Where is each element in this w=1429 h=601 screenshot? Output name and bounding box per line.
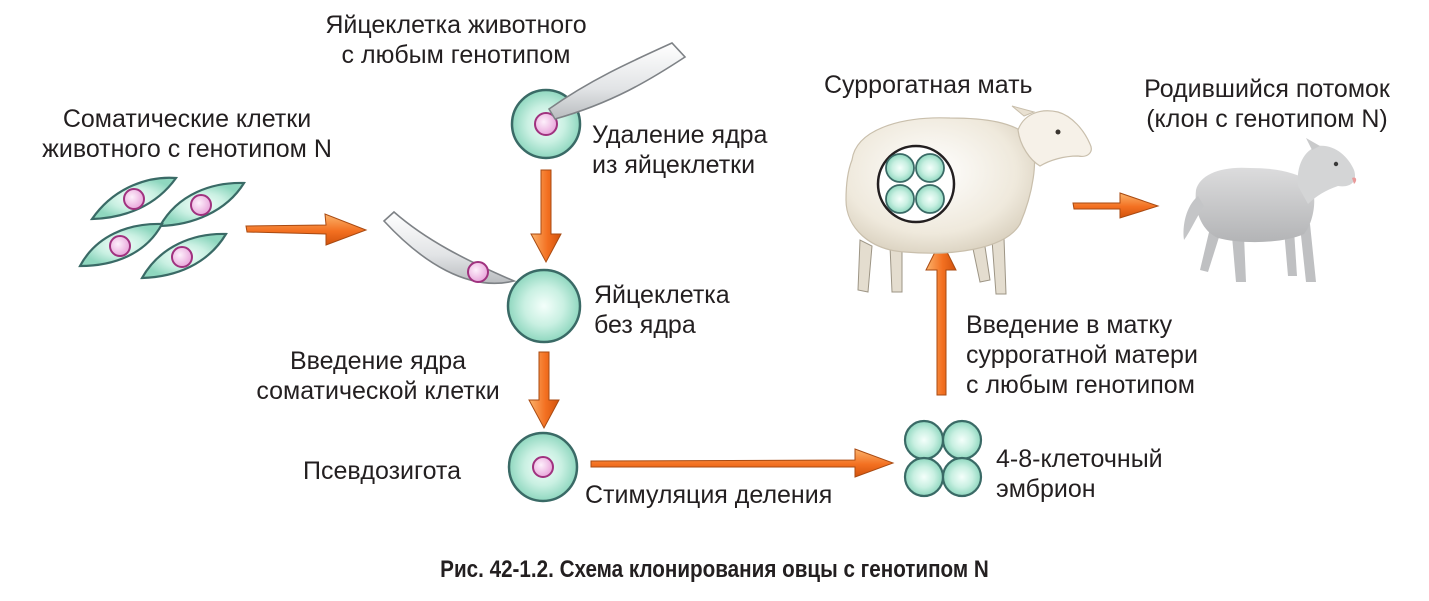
offspring-lamb <box>1183 138 1357 282</box>
implantation-line-1: Введение в матку <box>966 311 1173 339</box>
pseudozygote-nucleus <box>532 456 554 478</box>
somatic-cells-group <box>78 176 246 280</box>
implantation-label: Введение в матку суррогатной матери с лю… <box>966 310 1198 400</box>
somatic-nucleus <box>467 261 489 283</box>
arrow-down-2 <box>528 351 560 430</box>
somatic-cell <box>89 176 179 221</box>
somatic-cell <box>158 181 246 228</box>
implantation-line-2: суррогатной матери <box>966 341 1198 369</box>
cell-nucleus <box>171 246 193 268</box>
cell-nucleus <box>109 235 131 257</box>
egg-source-line-1: Яйцеклетка животного <box>325 11 587 39</box>
egg-source-label: Яйцеклетка животного с любым генотипом <box>296 10 616 70</box>
embryo-label: 4-8-клеточный эмбрион <box>996 444 1163 504</box>
arrow-to-offspring <box>1072 192 1160 219</box>
nucleus-removal-label: Удаление ядра из яйцеклетки <box>592 120 767 180</box>
somatic-cells-label: Соматические клетки животного с генотипо… <box>2 104 372 164</box>
surrogate-mother-label: Суррогатная мать <box>824 71 1033 99</box>
removal-pipette <box>547 42 687 120</box>
embryo-line-2: эмбрион <box>996 475 1096 503</box>
nucleus-insertion-line-1: Введение ядра <box>289 347 467 375</box>
egg-source-line-2: с любым генотипом <box>341 41 571 69</box>
egg-nucleus <box>534 112 558 136</box>
nucleus-removal-line-1: Удаление ядра <box>592 121 768 149</box>
egg-without-nucleus-line-1: Яйцеклетка <box>594 281 730 309</box>
cell-nucleus <box>190 194 212 216</box>
somatic-cells-line-1: Соматические клетки <box>62 105 312 133</box>
nucleus-removal-line-2: из яйцеклетки <box>592 151 756 179</box>
offspring-line-2: (клон с генотипом N) <box>1146 105 1388 133</box>
pipette-with-nucleus <box>382 210 517 285</box>
egg-without-nucleus-label: Яйцеклетка без ядра <box>594 280 730 340</box>
arrow-up-to-surrogate <box>925 238 957 396</box>
offspring-line-1: Родившийся потомок <box>1144 75 1390 103</box>
somatic-cell <box>78 222 164 268</box>
cell-nucleus <box>123 188 145 210</box>
embryo-cells <box>903 419 983 498</box>
somatic-cells-line-2: животного с генотипом N <box>42 135 332 163</box>
nucleus-insertion-label: Введение ядра соматической клетки <box>222 346 534 406</box>
figure-caption: Рис. 42-1.2. Схема клонирования овцы с г… <box>440 556 989 583</box>
surrogate-sheep <box>845 105 1092 295</box>
arrow-to-embryo <box>590 448 895 478</box>
pseudozygote-label: Псевдозигота <box>303 457 462 485</box>
implantation-line-3: с любым генотипом <box>966 371 1195 399</box>
egg-without-nucleus-line-2: без ядра <box>594 311 696 339</box>
egg-cell-enucleated <box>506 268 582 344</box>
offspring-label: Родившийся потомок (клон с генотипом N) <box>1108 74 1426 134</box>
arrow-to-pipette <box>245 213 368 246</box>
arrow-down-1 <box>530 169 562 264</box>
nucleus-insertion-line-2: соматической клетки <box>256 377 500 405</box>
pseudozygote-cell <box>507 431 579 503</box>
somatic-cell <box>140 232 228 280</box>
division-stimulation-label: Стимуляция деления <box>585 481 833 509</box>
embryo-line-1: 4-8-клеточный <box>996 445 1163 473</box>
